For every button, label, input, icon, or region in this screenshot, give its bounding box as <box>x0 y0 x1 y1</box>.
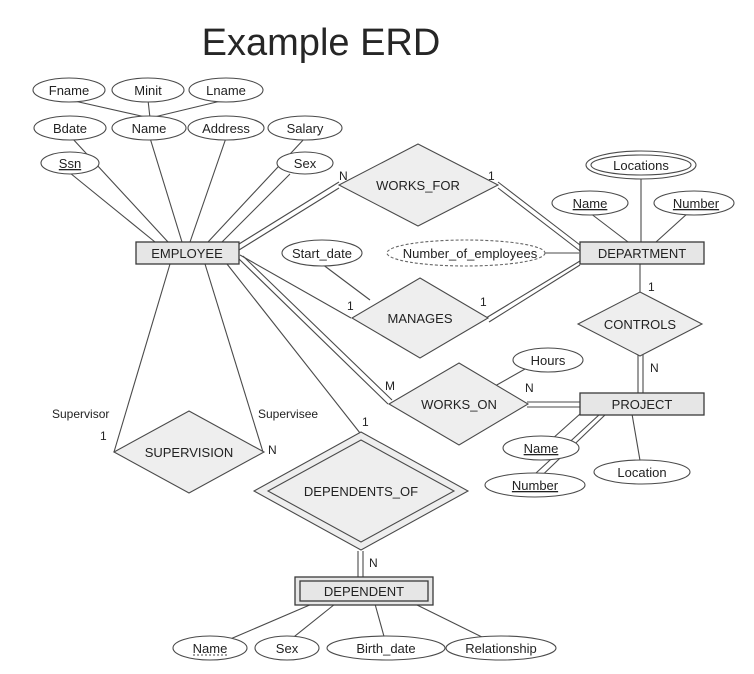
attribute-department-number-label: Number <box>673 196 720 211</box>
relationship-supervision: SUPERVISION <box>112 410 266 494</box>
attribute-department-name-key: Name <box>551 190 629 216</box>
cardinality-works-on-project: N <box>525 381 534 395</box>
cardinality-controls-department: 1 <box>648 280 655 294</box>
attribute-department-number-key: Number <box>653 190 735 216</box>
entity-department: DEPARTMENT <box>579 241 705 265</box>
attribute-bdate-label: Bdate <box>53 121 87 136</box>
cardinality-dependents-of-dependent: N <box>369 556 378 570</box>
relationship-manages: MANAGES <box>350 277 490 359</box>
attribute-project-number-label: Number <box>512 478 559 493</box>
attribute-minit: Minit <box>111 77 185 103</box>
attribute-relationship: Relationship <box>445 635 557 661</box>
attribute-dependent-name-partial-key: Name <box>172 635 248 661</box>
attribute-employee-name: Name <box>111 115 187 141</box>
relationship-dependents-of-label: DEPENDENTS_OF <box>304 484 418 499</box>
entity-employee: EMPLOYEE <box>135 241 240 265</box>
attribute-start-date-label: Start_date <box>292 246 352 261</box>
relationship-works-for-label: WORKS_FOR <box>376 178 460 193</box>
attribute-project-number-key: Number <box>484 472 586 498</box>
entity-dependent-weak: DEPENDENT <box>294 576 434 606</box>
cardinality-works-on-employee: M <box>385 379 395 393</box>
attribute-relationship-label: Relationship <box>465 641 537 656</box>
attribute-hours: Hours <box>512 347 584 373</box>
role-supervisor: Supervisor <box>52 407 109 421</box>
attribute-start-date: Start_date <box>281 239 363 267</box>
entity-project-label: PROJECT <box>612 397 673 412</box>
attribute-locations-label: Locations <box>613 158 669 173</box>
attribute-ssn-key: Ssn <box>40 151 100 175</box>
cardinality-works-for-employee: N <box>339 169 348 183</box>
cardinality-works-for-department: 1 <box>488 169 495 183</box>
attribute-address-label: Address <box>202 121 250 136</box>
attribute-sex: Sex <box>276 151 334 175</box>
role-supervisee: Supervisee <box>258 407 318 421</box>
attribute-minit-label: Minit <box>134 83 162 98</box>
attribute-lname-label: Lname <box>206 83 246 98</box>
cardinality-dependents-of-employee: 1 <box>362 415 369 429</box>
attribute-birth-date: Birth_date <box>326 635 446 661</box>
diagram-title: Example ERD <box>202 22 441 64</box>
attribute-salary: Salary <box>267 115 343 141</box>
entity-project: PROJECT <box>579 392 705 416</box>
cardinality-controls-project: N <box>650 361 659 375</box>
attribute-department-name-label: Name <box>573 196 608 211</box>
attribute-number-of-employees-derived: Number_of_employees <box>386 239 546 267</box>
attribute-ssn-label: Ssn <box>59 156 81 171</box>
attribute-employee-name-label: Name <box>132 121 167 136</box>
attribute-address: Address <box>187 115 265 141</box>
attribute-hours-label: Hours <box>531 353 566 368</box>
entity-employee-label: EMPLOYEE <box>151 246 223 261</box>
attribute-dependent-sex-label: Sex <box>276 641 299 656</box>
attribute-location: Location <box>593 459 691 485</box>
relationship-controls: CONTROLS <box>576 291 704 357</box>
relationship-works-for: WORKS_FOR <box>337 143 500 227</box>
attribute-project-name-key: Name <box>502 435 580 461</box>
entity-dependent-label: DEPENDENT <box>324 584 404 599</box>
attribute-salary-label: Salary <box>287 121 324 136</box>
relationship-dependents-of-identifying: DEPENDENTS_OF <box>252 431 470 551</box>
attribute-number-of-employees-label: Number_of_employees <box>403 246 538 261</box>
attribute-lname: Lname <box>188 77 264 103</box>
relationship-supervision-label: SUPERVISION <box>145 445 234 460</box>
cardinality-manages-department: 1 <box>480 295 487 309</box>
cardinality-supervision-supervisee: N <box>268 443 277 457</box>
attribute-project-name-label: Name <box>524 441 559 456</box>
attribute-birth-date-label: Birth_date <box>356 641 415 656</box>
relationship-controls-label: CONTROLS <box>604 317 677 332</box>
entity-department-label: DEPARTMENT <box>598 246 686 261</box>
cardinality-manages-employee: 1 <box>347 299 354 313</box>
attribute-location-label: Location <box>617 465 666 480</box>
attribute-locations-multivalued: Locations <box>585 150 697 180</box>
relationship-works-on-label: WORKS_ON <box>421 397 497 412</box>
attribute-fname: Fname <box>32 77 106 103</box>
attribute-bdate: Bdate <box>33 115 107 141</box>
attribute-sex-label: Sex <box>294 156 317 171</box>
attribute-fname-label: Fname <box>49 83 89 98</box>
relationship-works-on: WORKS_ON <box>387 362 530 446</box>
cardinality-supervision-supervisor: 1 <box>100 429 107 443</box>
attribute-dependent-name-label: Name <box>193 641 228 656</box>
attribute-dependent-sex: Sex <box>254 635 320 661</box>
relationship-manages-label: MANAGES <box>387 311 452 326</box>
